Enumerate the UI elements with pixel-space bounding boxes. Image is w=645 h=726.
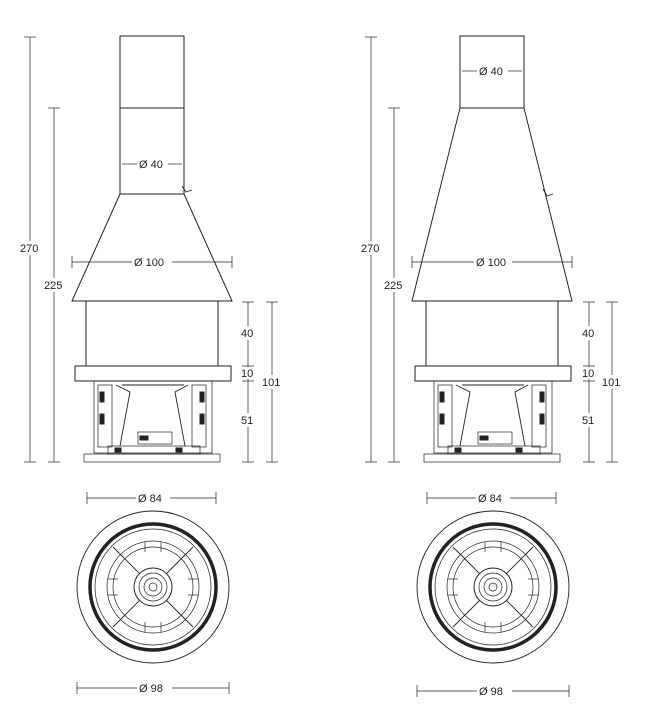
right-total-height-label: 270 bbox=[361, 243, 379, 255]
right-base-height-label: 101 bbox=[602, 377, 620, 389]
left-damper-handle bbox=[181, 185, 193, 193]
left-plan-diameter-label: Ø 98 bbox=[139, 683, 163, 695]
left-total-height-label: 270 bbox=[20, 243, 38, 255]
right-flue-diameter-label: Ø 40 bbox=[479, 66, 503, 78]
right-upper-band-label: 40 bbox=[582, 328, 594, 340]
right-shelf bbox=[414, 365, 572, 382]
right-chimney bbox=[459, 35, 525, 109]
right-elevation: Ø 40 Ø 100 bbox=[359, 35, 623, 505]
right-cone-height-label: 225 bbox=[384, 280, 402, 292]
left-base-diameter-dim: Ø 84 bbox=[86, 492, 217, 505]
right-plan-view bbox=[416, 510, 570, 664]
right-base-diameter-label: Ø 84 bbox=[478, 493, 502, 505]
left-flue-diameter-label: Ø 40 bbox=[139, 159, 163, 171]
right-height-dims: 270 225 bbox=[359, 36, 408, 463]
right-hood-diameter-label: Ø 100 bbox=[476, 257, 506, 269]
left-firebox bbox=[83, 380, 221, 463]
left-upper-band-label: 40 bbox=[241, 328, 253, 340]
left-plan-diameter-dim: Ø 98 bbox=[76, 682, 230, 695]
left-shelf bbox=[74, 365, 232, 382]
left-hood-cone bbox=[71, 193, 233, 302]
left-hood-diameter-label: Ø 100 bbox=[134, 257, 164, 269]
right-plan-diameter-label: Ø 98 bbox=[479, 686, 503, 698]
left-shelf-label: 10 bbox=[241, 368, 253, 380]
left-plan-view bbox=[76, 510, 230, 664]
right-shelf-label: 10 bbox=[582, 368, 594, 380]
left-height-dims: 270 225 bbox=[18, 36, 68, 463]
left-upper-band bbox=[85, 300, 219, 367]
left-base-dims: 40 10 51 101 bbox=[240, 301, 283, 463]
right-base-diameter-dim: Ø 84 bbox=[426, 492, 557, 505]
right-plan-diameter-dim: Ø 98 bbox=[416, 685, 570, 698]
right-upper-band bbox=[425, 300, 559, 367]
left-elevation: Ø 40 Ø 100 bbox=[18, 35, 283, 505]
right-firebox bbox=[423, 380, 561, 463]
right-base-dims: 40 10 51 101 bbox=[581, 301, 623, 463]
right-lower-section-label: 51 bbox=[582, 415, 594, 427]
left-base-height-label: 101 bbox=[262, 377, 280, 389]
left-base-diameter-label: Ø 84 bbox=[138, 493, 162, 505]
left-cone-height-label: 225 bbox=[44, 280, 62, 292]
left-chimney bbox=[119, 35, 185, 195]
left-lower-section-label: 51 bbox=[241, 415, 253, 427]
right-hood-cone bbox=[411, 107, 573, 302]
right-damper-handle bbox=[542, 188, 554, 197]
